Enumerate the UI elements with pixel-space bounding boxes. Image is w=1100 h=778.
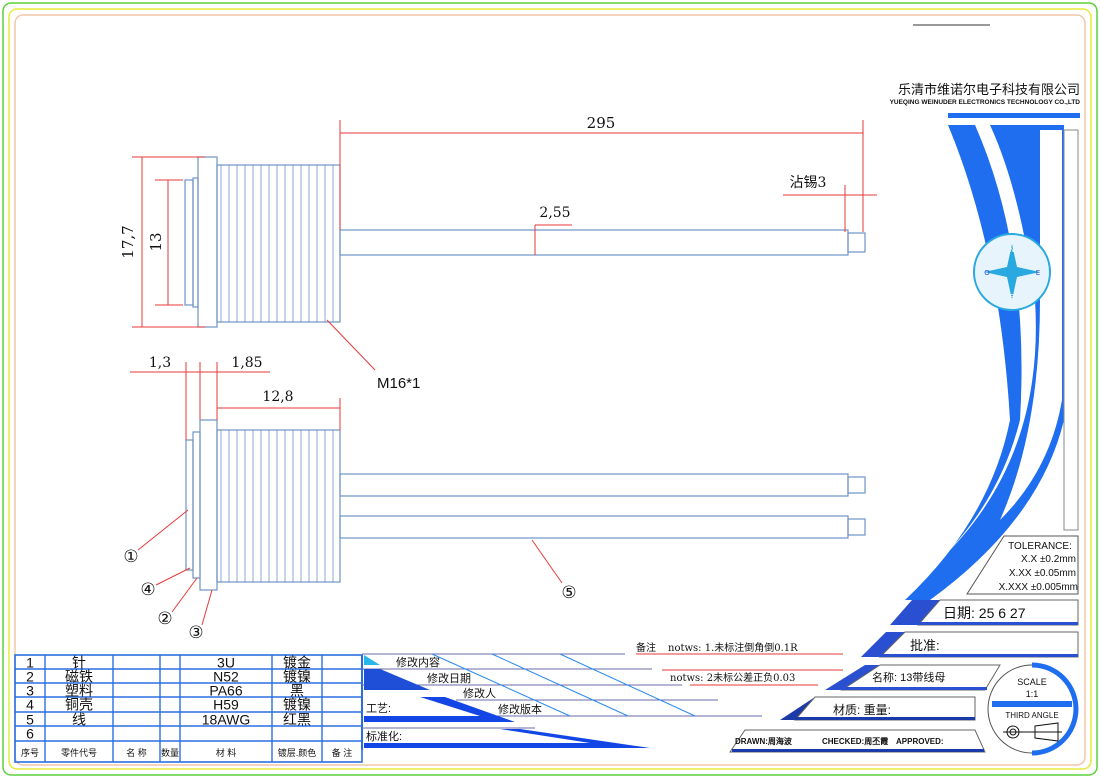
scale-label: SCALE (1017, 677, 1047, 687)
bom-cell-no: 1 (26, 655, 34, 671)
notes-label: 备注 (636, 641, 656, 654)
bom-cell-no: 4 (26, 697, 34, 713)
rev-person-label: 修改人 (463, 686, 496, 700)
svg-text:X.XX ±0.05mm: X.XX ±0.05mm (1009, 568, 1076, 579)
compass-w: O (984, 269, 990, 277)
dim-pin-dia: 2,55 (539, 205, 570, 221)
note-2: notws: 2未标公差正负0.03 (670, 671, 795, 684)
rev-version-label: 修改版本 (498, 702, 542, 716)
notes: 备注 notws: 1.未标注倒角倒0.1R notws: 2未标公差正负0.0… (636, 641, 843, 686)
date-field: 日期: 25 6 27 (943, 605, 1026, 621)
bom-cell-finish: 镀金 (283, 655, 311, 671)
bom-cell-part: 铜壳 (65, 697, 93, 713)
bom-header: 序号 (21, 747, 39, 758)
balloon-4: ④ (140, 580, 155, 600)
bom-header: 零件代号 (61, 747, 97, 758)
bom-cell-part: 针 (72, 655, 86, 671)
bom-row: 4 铜壳 H59 镀镍 (26, 697, 311, 713)
bom-cell-finish: 红黑 (283, 712, 311, 728)
balloon-3: ③ (188, 623, 203, 643)
checked-field: CHECKED:周丕霞 (822, 736, 888, 746)
bom-cell-no: 3 (26, 683, 34, 699)
bom-row: 6 (26, 726, 34, 742)
third-angle-symbol-icon (1003, 722, 1062, 742)
dim-tin: 沾锡3 (790, 175, 827, 191)
bom-cell-part: 线 (72, 712, 86, 728)
bom-header: 名 称 (126, 747, 147, 758)
balloon-5: ⑤ (561, 583, 576, 603)
compass-s: S (1010, 293, 1015, 301)
bom-row: 5 线 18AWG 红黑 (26, 712, 311, 728)
svg-text:TOLERANCE:: TOLERANCE: (1008, 541, 1072, 552)
dim-length: 295 (587, 114, 616, 132)
approved-field: APPROVED: (896, 737, 944, 746)
bom-table: 1 针 3U 镀金 2 磁铁 N52 镀镍 3 塑料 PA66 黑 4 铜壳 H59 镀镍 5 线 18AWG 红黑 6… (14, 654, 363, 763)
approve-field: 批准: (910, 638, 940, 653)
dim-thread-len: 12,8 (262, 389, 293, 405)
rev-content-label: 修改内容 (396, 655, 440, 669)
balloon-1: ① (123, 547, 138, 567)
bom-cell-material: N52 (213, 669, 239, 685)
side-dimensions: 1,3 1,85 12,8 ① ④ ② ③ ⑤ (123, 355, 576, 643)
bom-cell-no: 6 (26, 726, 34, 742)
bom-row: 2 磁铁 N52 镀镍 (26, 669, 311, 685)
bom-row: 1 针 3U 镀金 (26, 655, 311, 671)
rev-date-label: 修改日期 (427, 671, 471, 685)
company-name-en: YUEQING WEINUDER ELECTRONICS TECHNOLOGY … (890, 99, 1081, 106)
dim-d1: 1,3 (149, 355, 171, 371)
dim-thread: M16*1 (377, 375, 420, 392)
dim-outer-dia: 17,7 (119, 225, 137, 258)
company-name-cn: 乐清市维诺尔电子科技有限公司 (898, 82, 1080, 97)
dim-inner-dia: 13 (147, 232, 165, 251)
bom-header: 备 注 (332, 747, 353, 758)
top-dimensions: 295 2,55 沾锡3 17,7 13 M16*1 (119, 114, 877, 392)
projection-label: THIRD ANGLE (1005, 711, 1058, 720)
inner-border (14, 14, 1086, 766)
bom-cell-part: 塑料 (65, 683, 93, 699)
title-block: 日期: 25 6 27 批准: 名称: 13带线母 材质: 重量: DRAWN:… (729, 599, 1079, 756)
compass-e: E (1036, 269, 1040, 277)
balloon-2: ② (157, 609, 172, 629)
top-view (184, 156, 866, 328)
compass-n: N (1009, 246, 1014, 254)
middle-border (8, 8, 1092, 770)
bom-cell-part: 磁铁 (65, 669, 93, 685)
bom-cell-material: H59 (213, 697, 239, 713)
bom-cell-finish: 镀镍 (283, 697, 311, 713)
side-view (185, 419, 866, 591)
tolerance-box: TOLERANCE: X.X ±0.2mm X.XX ±0.05mm X.XXX… (966, 535, 1079, 595)
bom-cell-material: 3U (217, 655, 235, 671)
bom-cell-material: PA66 (209, 683, 242, 699)
bom-cell-no: 2 (26, 669, 34, 685)
bom-cell-finish: 黑 (290, 683, 304, 699)
bom-header: 材 料 (216, 747, 237, 758)
standard-label: 标准化: (366, 729, 402, 743)
name-field: 名称: 13带线母 (872, 670, 945, 684)
bom-row: 3 塑料 PA66 黑 (26, 683, 304, 699)
scale-value: 1:1 (1026, 689, 1039, 699)
bom-cell-finish: 镀镍 (283, 669, 311, 685)
bom-cell-no: 5 (26, 712, 34, 728)
svg-text:X.X ±0.2mm: X.X ±0.2mm (1021, 554, 1076, 565)
dim-d2: 1,85 (231, 355, 262, 371)
revision-block: 修改内容 修改日期 修改人 修改版本 工艺: 标准化: (361, 653, 762, 750)
bom-cell-material: 18AWG (202, 712, 251, 728)
material-weight-field: 材质: 重量: (833, 703, 891, 717)
svg-text:X.XXX ±0.005mm: X.XXX ±0.005mm (999, 582, 1078, 593)
bom-header: 镀层.颜色 (278, 747, 317, 758)
drawn-field: DRAWN:周海波 (735, 736, 793, 746)
bom-header: 数量 (161, 747, 179, 758)
title-decoration: N S E O (905, 113, 1080, 600)
note-1: notws: 1.未标注倒角倒0.1R (668, 641, 798, 654)
process-label: 工艺: (366, 702, 391, 715)
